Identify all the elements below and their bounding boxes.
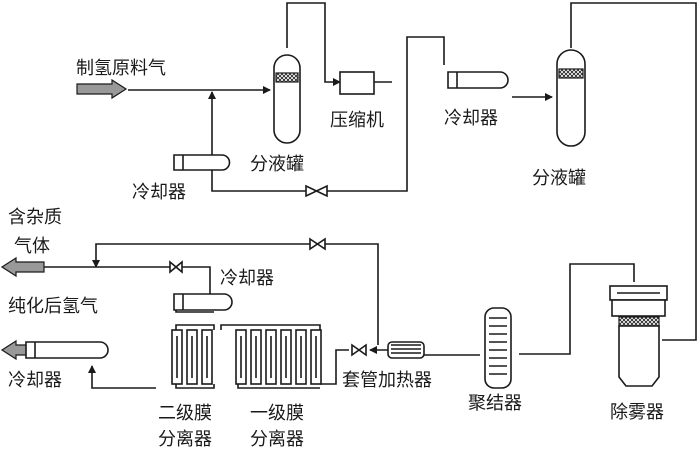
label-first-stage-2: 分离器	[250, 429, 304, 450]
separator-1	[273, 54, 301, 144]
valve-icon	[309, 237, 326, 251]
label-cooler-lower: 冷却器	[220, 268, 274, 289]
label-double-pipe-heater: 套管加热器	[342, 370, 432, 391]
cooler-bottom-left	[25, 341, 109, 359]
membrane-first-stage	[235, 329, 322, 385]
label-coalescer: 聚结器	[468, 393, 522, 414]
label-purified-h2: 纯化后氢气	[8, 296, 98, 317]
double-pipe-heater	[387, 341, 425, 359]
label-demister: 除雾器	[610, 402, 664, 423]
label-cooler-mid: 冷却器	[444, 108, 498, 129]
valve-icon	[169, 260, 183, 274]
piping-bottom	[26, 243, 635, 389]
gray-outlet-arrow	[0, 256, 45, 278]
label-separator-1: 分液罐	[250, 154, 304, 175]
label-impurity-gas-1: 含杂质	[8, 207, 62, 228]
label-cooler-bottom-left: 冷却器	[8, 370, 62, 391]
valve-icon	[305, 184, 328, 198]
cooler-mid	[447, 71, 509, 89]
cooler-lower	[173, 293, 233, 311]
valve-icon	[351, 343, 367, 357]
piping-top	[128, 2, 697, 341]
label-feed-gas: 制氢原料气	[76, 58, 166, 79]
label-compressor: 压缩机	[330, 110, 384, 131]
compressor	[339, 71, 375, 95]
label-separator-2: 分液罐	[532, 168, 586, 189]
label-impurity-gas-2: 气体	[14, 236, 50, 257]
cooler-left	[173, 154, 231, 171]
demister	[609, 285, 668, 387]
separator-2	[556, 49, 586, 147]
coalescer	[484, 307, 512, 389]
label-cooler-left: 冷却器	[132, 182, 186, 203]
gray-inlet-arrow	[76, 78, 128, 100]
label-first-stage-1: 一级膜	[250, 403, 304, 424]
label-second-stage-1: 二级膜	[158, 403, 212, 424]
membrane-second-stage	[171, 329, 213, 385]
label-second-stage-2: 分离器	[158, 429, 212, 450]
